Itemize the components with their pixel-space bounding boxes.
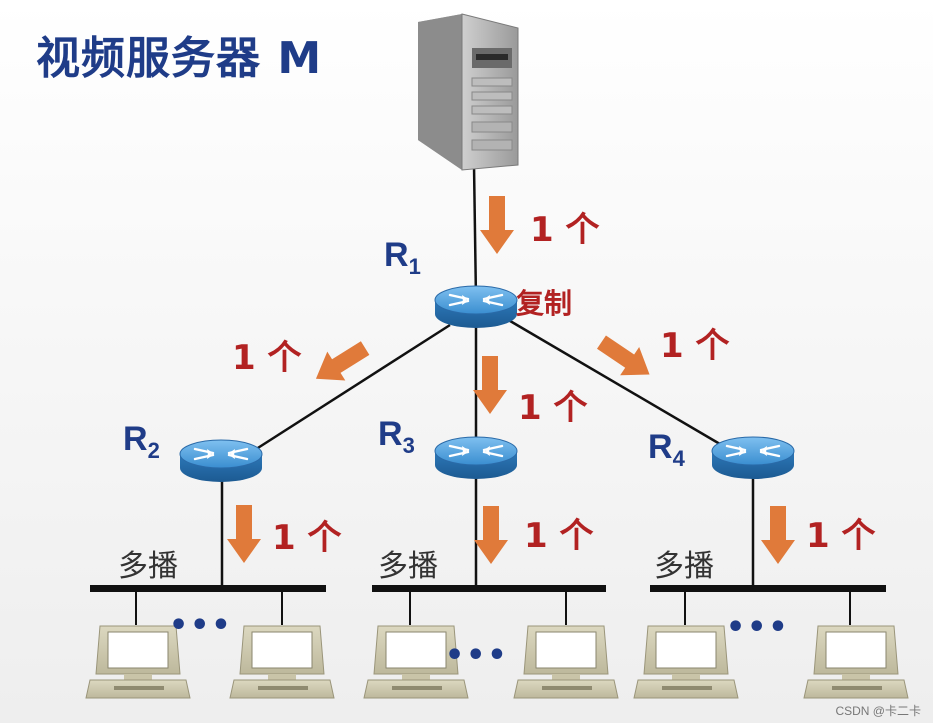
- count-label-lan3: 1 个: [806, 516, 876, 556]
- multicast-label: 多播: [118, 549, 178, 584]
- lan-bus: [650, 585, 886, 625]
- count-label-r3-link: 1 个: [518, 388, 588, 428]
- computer-icon: [633, 625, 739, 699]
- network-links: [220, 164, 755, 588]
- arrow-down-left-icon: [306, 333, 375, 394]
- count-label-r1: 1 个: [530, 210, 600, 250]
- diagram-title: 视频服务器 M: [36, 33, 323, 84]
- arrow-down-icon: [474, 506, 508, 564]
- router-r3-icon: [433, 435, 519, 481]
- router-r3-label: R3: [378, 415, 415, 458]
- lan-bus: [90, 585, 326, 625]
- multicast-label: 多播: [654, 549, 714, 584]
- arrow-down-icon: [761, 506, 795, 564]
- router-r2-label: R2: [123, 420, 160, 463]
- arrow-down-icon: [473, 356, 507, 414]
- arrow-down-icon: [227, 505, 261, 563]
- ellipsis: •••: [169, 608, 233, 643]
- count-label-r4-link: 1 个: [660, 326, 730, 366]
- arrow-down-right-icon: [591, 328, 660, 389]
- arrow-down-icon: [480, 196, 514, 254]
- watermark: CSDN @卡二卡: [835, 704, 921, 718]
- router-r1-label: R1: [384, 236, 421, 279]
- count-label-lan1: 1 个: [272, 518, 342, 558]
- ellipsis: •••: [445, 638, 509, 673]
- count-label-r2-link: 1 个: [232, 338, 302, 378]
- server-icon: [418, 13, 519, 171]
- computer-icon: [229, 625, 335, 699]
- multicast-label: 多播: [378, 549, 438, 584]
- router-r4-icon: [710, 435, 796, 481]
- router-r1-icon: [433, 284, 519, 330]
- copy-label: 复制: [516, 287, 573, 320]
- router-r2-icon: [178, 438, 264, 484]
- router-r4-label: R4: [648, 428, 685, 471]
- computer-icon: [513, 625, 619, 699]
- computer-icon: [803, 625, 909, 699]
- count-label-lan2: 1 个: [524, 516, 594, 556]
- ellipsis: •••: [726, 610, 790, 645]
- lan-bus: [372, 585, 606, 625]
